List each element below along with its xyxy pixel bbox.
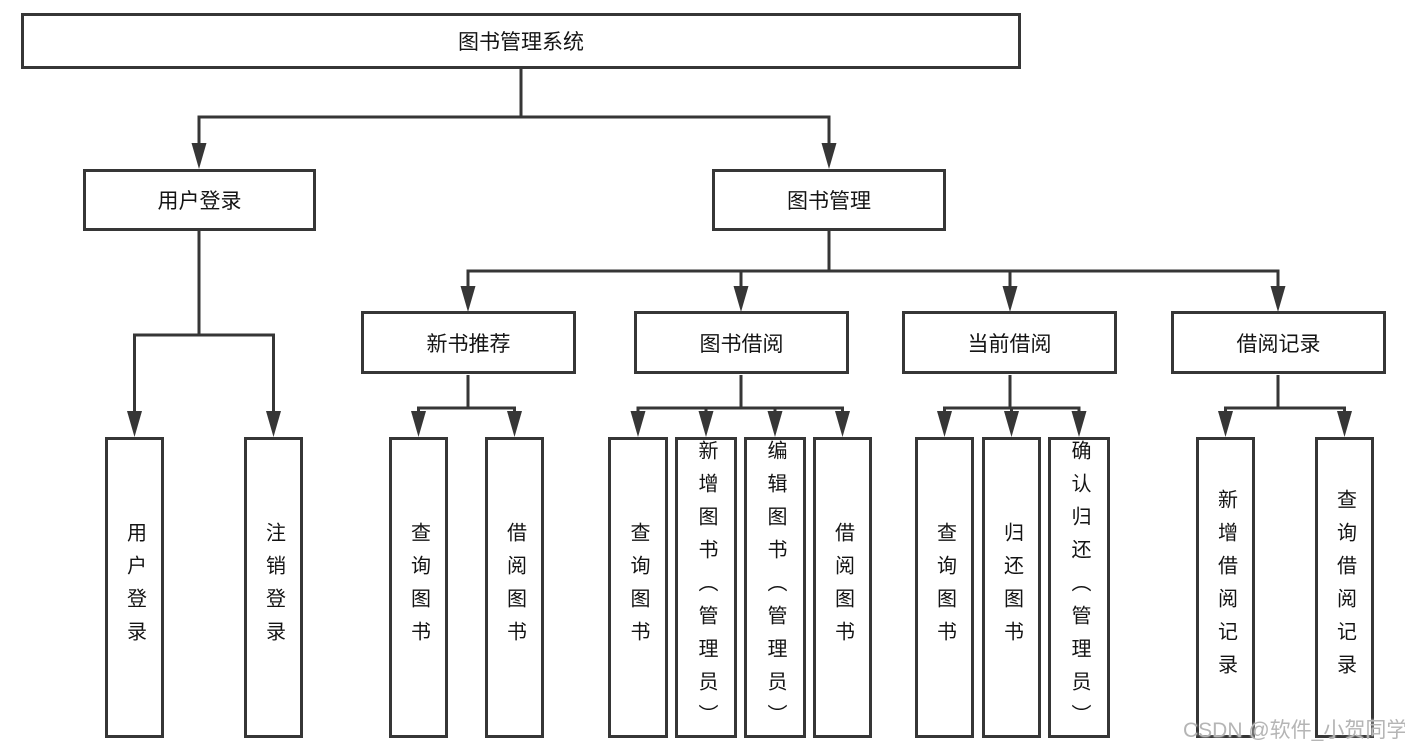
node-label: 查询图书 [407, 521, 430, 654]
node-user-login: 用户登录 [83, 169, 316, 231]
node-new-book-recommend: 新书推荐 [361, 311, 576, 374]
node-label: 查询图书 [933, 521, 956, 654]
node-add-books-admin: 新增图书（管理员） [675, 437, 737, 738]
node-label: 新增图书（管理员） [695, 440, 717, 737]
node-book-management: 图书管理 [712, 169, 946, 231]
node-borrow-records: 借阅记录 [1171, 311, 1386, 374]
node-label: 编辑图书（管理员） [764, 440, 786, 737]
node-label: 借阅图书 [503, 521, 526, 654]
node-label: 借阅图书 [831, 521, 854, 654]
node-library-system: 图书管理系统 [21, 13, 1021, 69]
node-label: 注销登录 [262, 521, 285, 654]
node-label: 归还图书 [1000, 521, 1023, 654]
node-query-books-current: 查询图书 [915, 437, 974, 738]
node-edit-books-admin: 编辑图书（管理员） [744, 437, 806, 738]
node-logout-leaf: 注销登录 [244, 437, 303, 738]
csdn-watermark: CSDN @软件_小贺同学 [1183, 719, 1405, 742]
node-current-borrowing: 当前借阅 [902, 311, 1117, 374]
node-label: 新增借阅记录 [1214, 488, 1237, 687]
node-label: 查询图书 [627, 521, 649, 654]
node-query-books-recommend: 查询图书 [389, 437, 448, 738]
node-query-books-borrow: 查询图书 [608, 437, 668, 738]
node-borrow-books-recommend: 借阅图书 [485, 437, 544, 738]
node-add-borrow-record: 新增借阅记录 [1196, 437, 1255, 738]
node-borrow-books-leaf: 借阅图书 [813, 437, 872, 738]
node-user-login-leaf: 用户登录 [105, 437, 164, 738]
node-query-borrow-record: 查询借阅记录 [1315, 437, 1374, 738]
node-label: 确认归还（管理员） [1068, 440, 1090, 737]
node-return-books: 归还图书 [982, 437, 1041, 738]
node-label: 用户登录 [123, 521, 146, 654]
node-confirm-return-admin: 确认归还（管理员） [1048, 437, 1110, 738]
node-label: 查询借阅记录 [1333, 488, 1356, 687]
node-book-borrowing: 图书借阅 [634, 311, 849, 374]
